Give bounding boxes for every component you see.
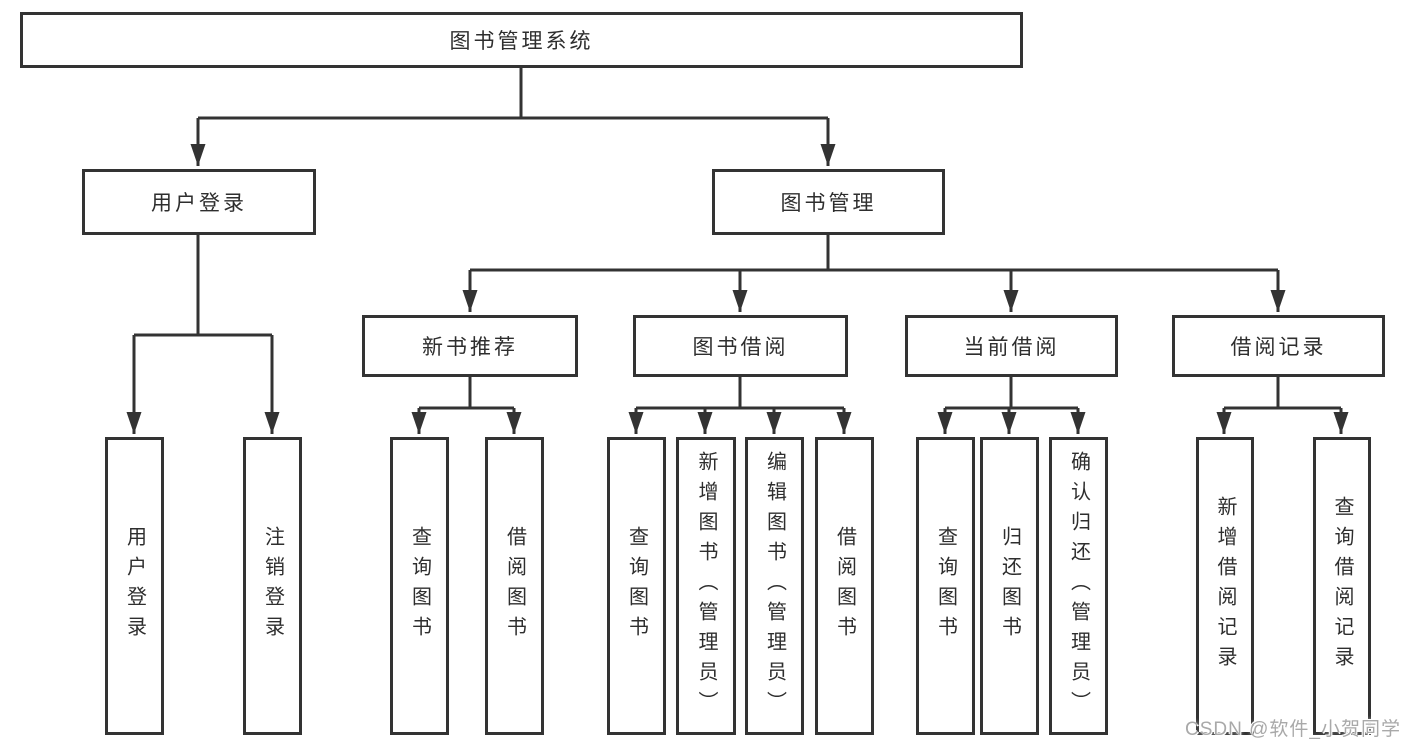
- connector-current-borrowing-branch: [937, 377, 1086, 434]
- node-label: 当前借阅: [963, 336, 1060, 359]
- leaf-query-borrow-record: 查询借阅记录: [1313, 437, 1371, 735]
- node-label: 查询图书: [934, 526, 957, 646]
- node-library-management-system: 图书管理系统: [20, 12, 1023, 68]
- node-label: 借阅图书: [503, 526, 526, 646]
- node-label: 查询借阅记录: [1331, 496, 1353, 676]
- leaf-return-books: 归还图书: [980, 437, 1039, 735]
- node-user-login: 用户登录: [82, 169, 316, 235]
- node-label: 编辑图书（管理员）: [763, 451, 786, 721]
- node-label: 注销登录: [261, 526, 284, 646]
- leaf-borrow-books-recommend: 借阅图书: [485, 437, 544, 735]
- node-label: 图书管理系统: [449, 30, 594, 53]
- connector-borrowing-records-branch: [1216, 377, 1349, 434]
- leaf-add-books-admin: 新增图书（管理员）: [676, 437, 736, 735]
- node-label: 图书借阅: [692, 336, 789, 359]
- csdn-watermark: CSDN @软件_小贺同学: [1185, 719, 1401, 740]
- connector-user-login-branch: [126, 235, 280, 434]
- connector-book-management-branch: [462, 235, 1286, 312]
- leaf-add-borrow-record: 新增借阅记录: [1196, 437, 1254, 735]
- node-label: 新增图书（管理员）: [695, 451, 717, 721]
- node-label: 图书管理: [780, 192, 877, 215]
- node-label: 归还图书: [998, 526, 1021, 646]
- leaf-query-books-recommend: 查询图书: [390, 437, 449, 735]
- node-label: 借阅记录: [1230, 336, 1327, 359]
- node-label: 用户登录: [123, 526, 146, 646]
- node-book-management: 图书管理: [712, 169, 945, 235]
- node-label: 用户登录: [151, 192, 247, 215]
- leaf-query-books-current: 查询图书: [916, 437, 975, 735]
- node-label: 新增借阅记录: [1214, 496, 1236, 676]
- node-current-borrowing: 当前借阅: [905, 315, 1118, 377]
- connector-root-to-level2: [190, 67, 836, 166]
- leaf-logout: 注销登录: [243, 437, 302, 735]
- leaf-borrow-books: 借阅图书: [815, 437, 874, 735]
- leaf-user-login: 用户登录: [105, 437, 164, 735]
- node-label: 新书推荐: [422, 336, 518, 359]
- connector-new-book-branch: [411, 377, 522, 434]
- leaf-confirm-return-admin: 确认归还（管理员）: [1049, 437, 1108, 735]
- node-borrowing-records: 借阅记录: [1172, 315, 1385, 377]
- node-label: 查询图书: [408, 526, 431, 646]
- leaf-edit-books-admin: 编辑图书（管理员）: [745, 437, 804, 735]
- node-label: 查询图书: [625, 526, 648, 646]
- node-new-book-recommendation: 新书推荐: [362, 315, 578, 377]
- node-label: 确认归还（管理员）: [1067, 451, 1090, 721]
- leaf-query-books-borrowing: 查询图书: [607, 437, 666, 735]
- node-label: 借阅图书: [833, 526, 856, 646]
- connector-book-borrowing-branch: [628, 377, 852, 434]
- node-book-borrowing: 图书借阅: [633, 315, 848, 377]
